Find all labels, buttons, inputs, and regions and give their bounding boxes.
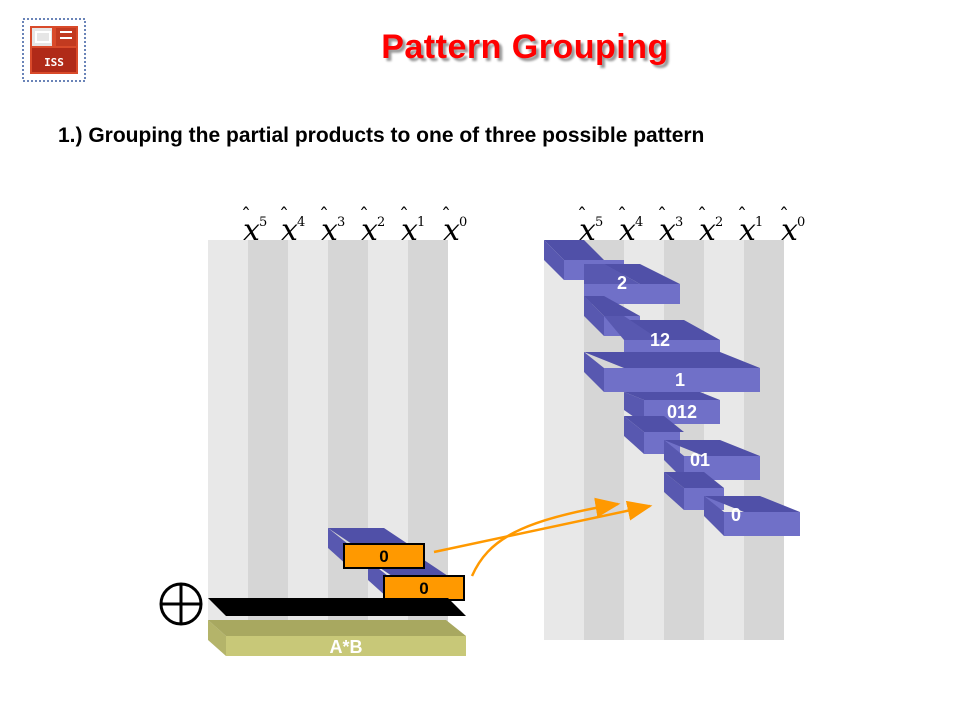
orange-block-lower: 0 [383,575,465,601]
pattern-label-1: 1 [675,370,685,390]
svg-text:5: 5 [595,215,603,230]
svg-text:ˆ: ˆ [279,203,289,227]
result-label: A*B [329,637,362,657]
svg-text:x: x [443,213,460,248]
separator-bar [208,598,466,616]
svg-text:0: 0 [459,215,467,230]
arrow-connectors [433,497,653,577]
svg-text:1: 1 [417,215,425,230]
svg-text:x: x [781,213,798,248]
iss-logo-icon: ISS [22,18,86,82]
svg-text:ˆ: ˆ [657,203,667,227]
svg-text:x: x [699,213,716,248]
xor-symbol-icon [159,582,203,626]
result-block: A*B [208,620,466,657]
pattern-block-0: 0 [664,472,800,536]
svg-text:ˆ: ˆ [617,203,627,227]
svg-text:ˆ: ˆ [577,203,587,227]
page-title: Pattern Grouping [381,28,669,66]
svg-text:x: x [739,213,756,248]
svg-text:1: 1 [755,215,763,230]
pattern-label-2: 2 [617,273,627,293]
logo-text: ISS [44,56,64,69]
pattern-block-2: 2 [544,240,680,304]
svg-text:x: x [321,213,338,248]
svg-text:3: 3 [675,215,683,230]
pattern-label-0: 0 [731,505,741,525]
svg-text:ˆ: ˆ [399,203,409,227]
svg-text:x: x [361,213,378,248]
svg-text:x: x [281,213,298,248]
svg-text:2: 2 [715,215,723,230]
svg-text:2: 2 [377,215,385,230]
orange-label-lower: 0 [419,579,428,598]
svg-text:ˆ: ˆ [359,203,369,227]
orange-block-upper: 0 [343,543,425,569]
svg-text:4: 4 [297,215,305,230]
page-subtitle: 1.) Grouping the partial products to one… [58,124,705,147]
left-column-grid [208,240,448,640]
svg-text:x: x [579,213,596,248]
svg-text:ˆ: ˆ [241,203,251,227]
arrow-lower [470,497,621,577]
svg-text:ˆ: ˆ [319,203,329,227]
orange-label-upper: 0 [379,547,388,566]
svg-text:x: x [619,213,636,248]
svg-text:x: x [243,213,260,248]
svg-text:x: x [401,213,418,248]
svg-text:3: 3 [337,215,345,230]
pattern-block-1: 1 [584,352,760,392]
pattern-label-12: 12 [650,330,670,350]
svg-text:ˆ: ˆ [441,203,451,227]
svg-text:4: 4 [635,215,643,230]
svg-text:x: x [659,213,676,248]
svg-text:0: 0 [797,215,805,230]
pattern-block-01: 01 [624,416,760,480]
svg-text:ˆ: ˆ [737,203,747,227]
svg-text:ˆ: ˆ [697,203,707,227]
svg-text:5: 5 [259,215,267,230]
svg-text:ˆ: ˆ [779,203,789,227]
pattern-label-01: 01 [690,450,710,470]
pattern-label-012: 012 [667,402,697,422]
